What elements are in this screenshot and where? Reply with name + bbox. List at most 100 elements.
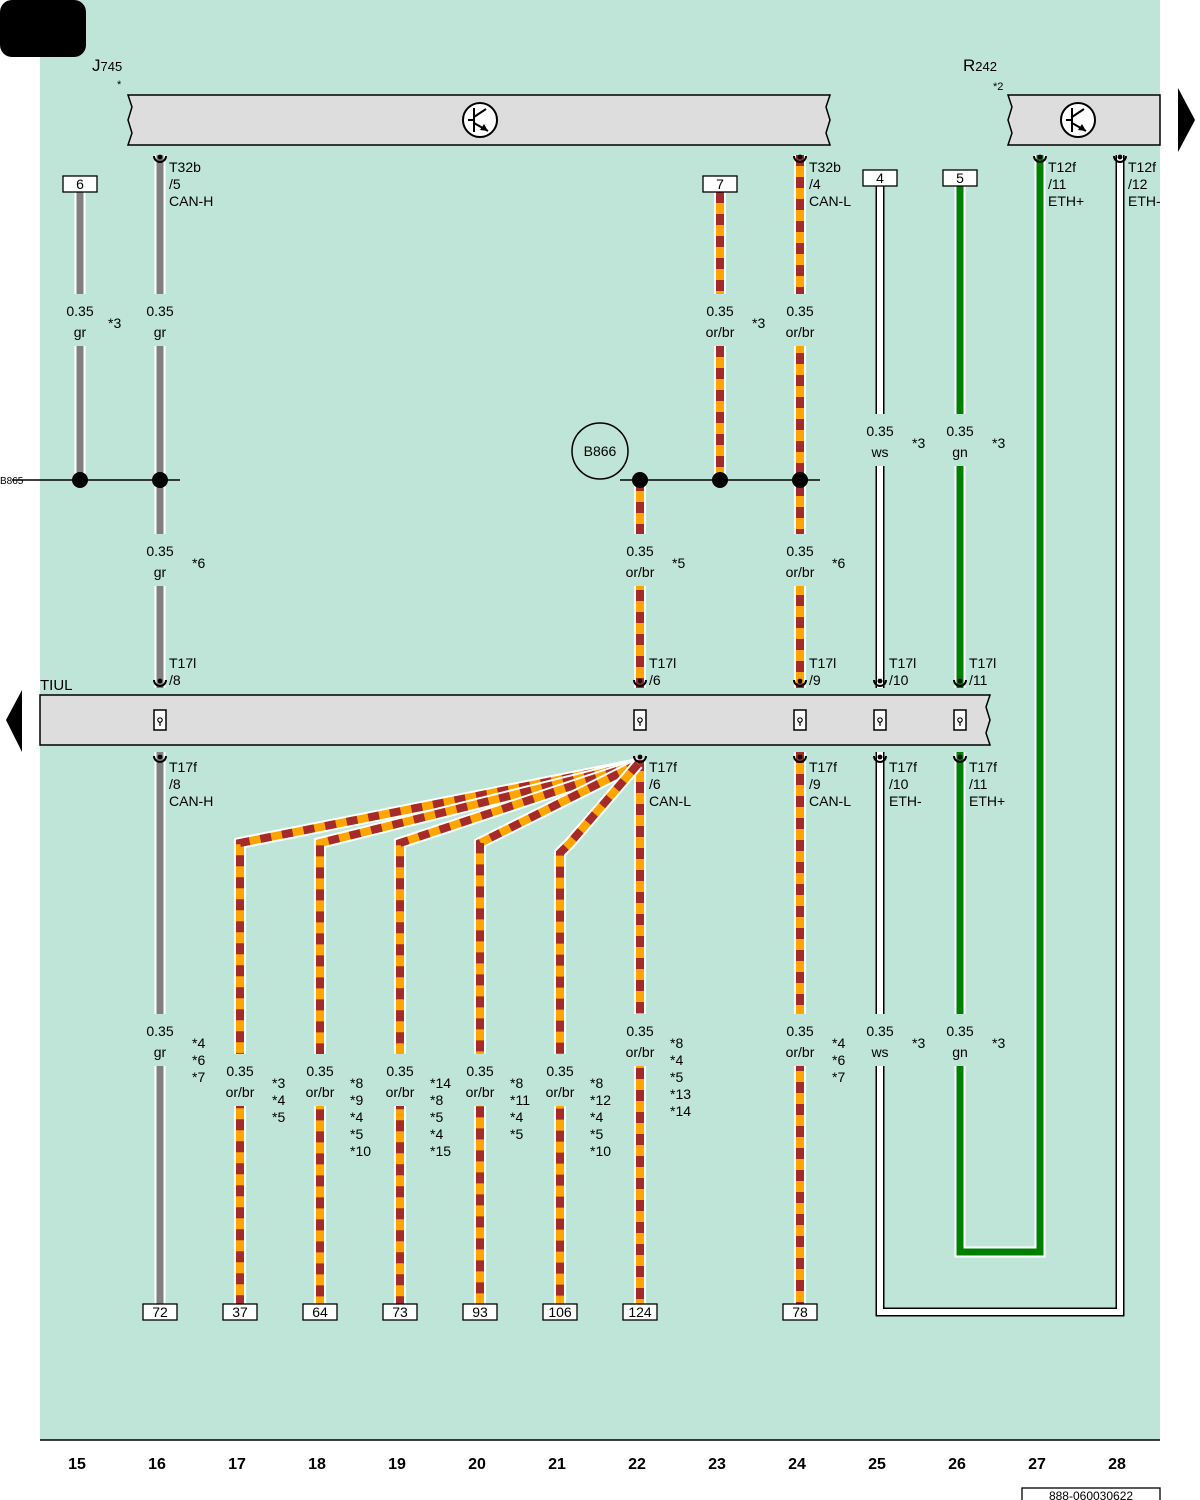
svg-text:CAN-L: CAN-L: [809, 793, 851, 809]
svg-text:/6: /6: [649, 672, 661, 688]
tiul-pin-label-col16-bottom: T17f /8 CAN-H: [169, 759, 213, 809]
svg-text:93: 93: [472, 1304, 488, 1320]
tiul-pin-label-col26-bottom: T17f /11 ETH+: [969, 759, 1005, 809]
wire-size-label: 0.35: [546, 1063, 573, 1079]
svg-text:/10: /10: [889, 672, 909, 688]
page-continue-right-arrow[interactable]: [1178, 88, 1195, 152]
page-continue-left-arrow[interactable]: [6, 690, 22, 752]
pins-layer: [153, 154, 1127, 763]
splice-dot: [632, 472, 648, 488]
wire-size-label: 0.35: [306, 1063, 333, 1079]
wire-size-label: 0.35: [146, 1023, 173, 1039]
wire-color-label: gr: [154, 1044, 167, 1060]
inline-plug-icon: [793, 709, 807, 731]
wire-size-label: 0.35: [626, 543, 653, 559]
wire-orbr: [314, 758, 640, 1304]
wire-color-label: gr: [74, 324, 87, 340]
bottom-terminal-box: 64: [302, 1303, 338, 1321]
top-terminal-box: 5: [942, 169, 978, 187]
wire-color-label: gn: [952, 1044, 968, 1060]
module-r242: [1006, 94, 1161, 146]
label-gap: [151, 1014, 169, 1066]
pin-connector-icon: [153, 678, 167, 687]
pin-connector-icon: [873, 754, 887, 763]
wire-size-label: 0.35: [146, 303, 173, 319]
pin-connector-icon: [1033, 154, 1047, 163]
svg-text:37: 37: [232, 1304, 248, 1320]
tiul-pin-label-col26-top: T17l /11: [969, 655, 996, 688]
label-gap: [951, 1014, 969, 1066]
wire-size-label: 0.35: [626, 1023, 653, 1039]
footnote-stack: *3 *4 *5: [272, 1075, 289, 1125]
wire-color-label: gr: [154, 564, 167, 580]
label-gap: [231, 1054, 249, 1106]
footnote-stack: *8 *9 *4 *5 *10: [350, 1075, 371, 1159]
column-number: 25: [868, 1456, 886, 1473]
footnote: *3: [912, 435, 925, 451]
wire-size-label: 0.35: [146, 543, 173, 559]
column-number: 19: [388, 1456, 406, 1473]
pin-connector-icon: [153, 154, 167, 163]
label-gap: [151, 294, 169, 346]
svg-text:T32b: T32b: [809, 159, 841, 175]
svg-text:/8: /8: [169, 776, 181, 792]
pin-connector-icon: [1113, 154, 1127, 163]
footnote: *6: [192, 555, 205, 571]
svg-text:CAN-H: CAN-H: [169, 193, 213, 209]
svg-text:T17f: T17f: [649, 759, 677, 775]
label-gap: [391, 1054, 409, 1106]
footnote: *3: [912, 1035, 925, 1051]
r242-note: *2: [993, 81, 1003, 93]
footnote-stack: *14 *8 *5 *4 *15: [430, 1075, 455, 1159]
svg-text:/4: /4: [809, 176, 821, 192]
splice-dot: [72, 472, 88, 488]
column-number: 20: [468, 1456, 486, 1473]
connector-label-col16: T32b /5 CAN-H: [169, 159, 213, 209]
bottom-terminal-box: 106: [542, 1303, 578, 1321]
footnote: *5: [672, 555, 685, 571]
footnote: *3: [992, 1035, 1005, 1051]
pin-connector-icon: [153, 754, 167, 763]
tiul-pin-label-col25-top: T17l /10: [889, 655, 916, 688]
pin-connector-icon: [873, 678, 887, 687]
wire-size-label: 0.35: [386, 1063, 413, 1079]
top-terminal-box: 4: [862, 169, 898, 187]
label-gap: [631, 1014, 649, 1066]
column-number: 27: [1028, 1456, 1046, 1473]
tiul-pin-label-col24-bottom: T17f /9 CAN-L: [809, 759, 851, 809]
footnote: *3: [108, 315, 121, 331]
column-number: 24: [788, 1456, 806, 1473]
svg-text:B866: B866: [584, 443, 617, 459]
column-number: 22: [628, 1456, 646, 1473]
svg-text:/12: /12: [1128, 176, 1148, 192]
svg-text:/11: /11: [969, 776, 988, 792]
wire-green: [954, 155, 1046, 1258]
wire-size-label: 0.35: [946, 423, 973, 439]
wire-size-label: 0.35: [466, 1063, 493, 1079]
footnote-stack: *8 *11 *4 *5: [510, 1075, 534, 1142]
column-numbers: 15 16 17 18 19 20 21 22 23 24 25 26 27 2…: [68, 1456, 1126, 1473]
pin-connector-icon: [953, 678, 967, 687]
svg-text:4: 4: [876, 170, 884, 186]
column-number: 16: [148, 1456, 166, 1473]
svg-text:/11: /11: [969, 672, 988, 688]
wire-color-label: or/br: [306, 1084, 335, 1100]
svg-text:ETH-: ETH-: [889, 793, 922, 809]
label-gap: [471, 1054, 489, 1106]
tiul-pin-label-col24-top: T17l /9: [809, 655, 836, 688]
wire-color-label: or/br: [706, 324, 735, 340]
wire-color-label: or/br: [786, 1044, 815, 1060]
r242-label: R242: [963, 56, 997, 75]
svg-text:72: 72: [152, 1304, 168, 1320]
column-number: 23: [708, 1456, 726, 1473]
svg-text:T17f: T17f: [809, 759, 837, 775]
wire-color-label: or/br: [546, 1084, 575, 1100]
column-number: 15: [68, 1456, 86, 1473]
bottom-terminal-box: 72: [142, 1303, 178, 1321]
pin-connector-icon: [633, 678, 647, 687]
tiul-pin-label-col25-bottom: T17f /10 ETH-: [889, 759, 922, 809]
transistor-icon: [1060, 102, 1096, 138]
wire-size-label: 0.35: [946, 1023, 973, 1039]
svg-text:/11: /11: [1048, 176, 1067, 192]
